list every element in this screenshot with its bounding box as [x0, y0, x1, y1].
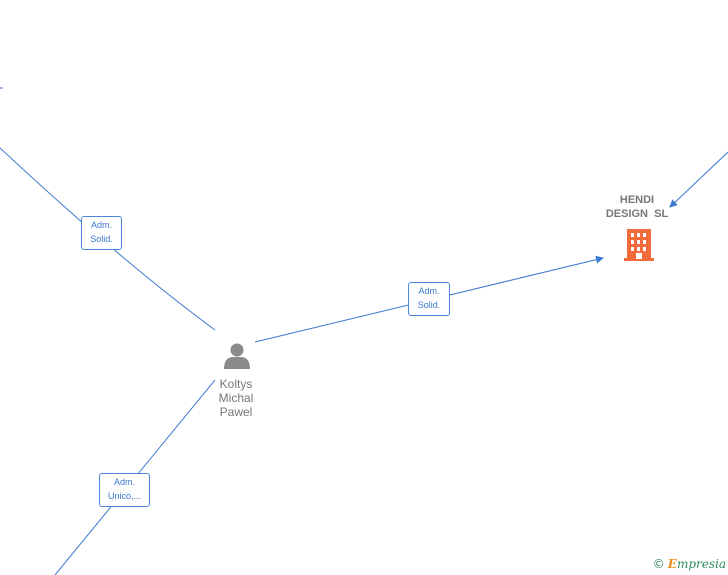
edge-label-top-left[interactable]: Adm. Solid. — [81, 216, 122, 250]
person-name-line: Pawel — [219, 405, 253, 419]
company-name-line: DESIGN SL — [605, 208, 669, 220]
edge-label-bottom-left[interactable]: Adm. Unico,... — [99, 473, 150, 507]
person-name-line: Michal — [218, 391, 254, 405]
empresia-watermark: ©Empresia — [653, 557, 726, 571]
company-name[interactable]: HENDI DESIGN SL — [592, 193, 682, 221]
edge-line-top-right — [669, 151, 728, 208]
edge-label-line: Solid. — [417, 300, 441, 310]
edge-label-line: Adm. — [113, 477, 135, 487]
person-name-line: Koltys — [219, 377, 253, 391]
brand-initial: E — [667, 557, 677, 571]
copyright-symbol: © — [652, 557, 665, 571]
building-icon[interactable] — [624, 229, 654, 261]
brand-name: mpresia — [676, 557, 726, 571]
edge-label-line: Adm. — [90, 220, 112, 230]
person-icon[interactable] — [224, 343, 250, 370]
edge-label-line: Unico,... — [107, 491, 141, 501]
person-name[interactable]: Koltys Michal Pawel — [206, 377, 266, 419]
company-name-line: HENDI — [619, 194, 655, 206]
edge-label-person-company[interactable]: Adm. Solid. — [408, 282, 450, 316]
edge-label-line: Adm. — [418, 286, 440, 296]
edge-label-line: Solid. — [90, 234, 113, 244]
